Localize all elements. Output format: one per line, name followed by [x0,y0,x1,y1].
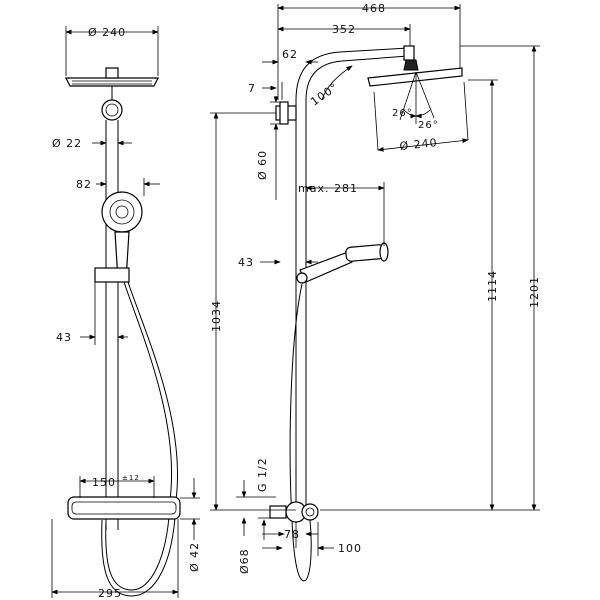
side-wall-bracket [275,101,297,125]
side-inlet-depth-label: 78 [284,528,300,541]
side-dim-352: 352 [277,23,411,46]
front-overhead-shower [65,67,159,121]
front-pipe-diameter-label: Ø 22 [52,137,82,150]
front-handshower-offset-label: 82 [76,178,92,191]
side-shower-arm [295,47,409,101]
side-dim-1201: 1201 [460,45,541,511]
front-dim-42: Ø 42 [180,478,201,572]
side-dim-62: 62 [262,48,318,65]
side-dim-468: 468 [277,2,461,100]
side-thread-label: G 1/2 [256,457,269,492]
front-thermostat-spacing-tolerance: ±12 [122,474,140,482]
side-overhead-shower [367,59,469,151]
front-riser-pipe [105,120,119,500]
side-dim-43: 43 [238,256,318,270]
side-total-reach-label: 468 [362,2,386,15]
side-head-diameter-label: Ø 240 [399,136,438,153]
front-dim-295: 295 [51,519,179,600]
front-dim-head: Ø 240 [65,26,159,76]
front-bottom-width-label: 295 [98,587,122,600]
side-height-1201-label: 1201 [528,276,541,308]
side-arm-reach-label: 352 [332,23,356,36]
side-dim-78: 78 [262,522,318,548]
front-thermostat-spacing-label: 150 [92,476,116,489]
front-dim-150: 150 ±12 [79,474,155,498]
front-dim-43: 43 [56,282,128,345]
front-hand-shower [101,191,143,281]
side-height-1034-label: 1034 [210,300,223,332]
side-dim-head-diameter: Ø 240 [377,136,469,153]
side-dim-1114: 1114 [320,79,540,511]
side-hose [289,283,312,582]
front-holder [94,267,130,283]
side-dim-60: Ø 60 [256,96,288,200]
front-dim-82: 82 [76,178,160,196]
side-height-1114-label: 1114 [486,270,499,302]
side-dim-tilt: 26° 26° [392,71,439,131]
side-thermostat [269,501,319,523]
side-arm-offset-label: 62 [282,48,298,61]
side-dim-thread: G 1/2 [236,457,276,536]
side-arm-angle-label: 100° [308,80,340,108]
front-head-diameter-label: Ø 240 [88,26,126,39]
side-dim-1034: 1034 [210,112,296,511]
front-view: Ø 240 Ø 22 82 43 150 ±12 [51,26,201,600]
side-holder-offset-label: 43 [238,256,254,269]
side-wall-bracket-label: Ø 60 [256,150,269,180]
side-max-reach-label: max. 281 [298,182,358,195]
side-tilt-left-label: 26° [392,108,413,119]
side-dim-100: 100 [262,522,362,556]
front-dim-pipe: Ø 22 [52,137,132,150]
front-height-42-label: Ø 42 [188,542,201,572]
side-inlet-diameter-label: Ø68 [238,548,251,574]
side-view: 468 352 62 7 100° 26° 26° [210,2,541,582]
side-dim-7: 7 [248,82,283,100]
side-wall-offset-label: 7 [248,82,256,95]
front-holder-offset-label: 43 [56,331,72,344]
side-riser-pipe [295,100,307,505]
front-thermostat [67,496,181,530]
side-dim-281: max. 281 [298,182,385,246]
side-tilt-right-label: 26° [418,120,439,131]
side-hand-shower [296,242,389,284]
side-dim-68: Ø68 [238,517,270,574]
front-hose [105,281,173,591]
side-inlet-offset-label: 100 [338,542,362,555]
